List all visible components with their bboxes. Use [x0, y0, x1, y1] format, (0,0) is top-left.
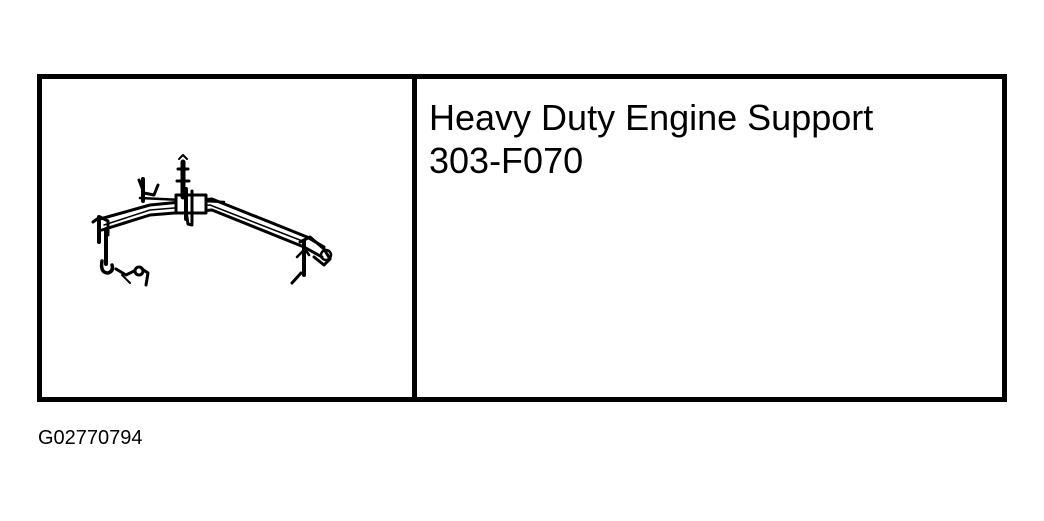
- illustration-cell: [42, 79, 417, 397]
- engine-support-bar-icon: [91, 154, 333, 287]
- figure-id: G02770794: [38, 427, 143, 449]
- text-cell: Heavy Duty Engine Support 303-F070: [417, 79, 1002, 397]
- tool-table: Heavy Duty Engine Support 303-F070: [37, 74, 1007, 402]
- tool-number: 303-F070: [429, 140, 584, 181]
- tool-name: Heavy Duty Engine Support: [429, 97, 874, 138]
